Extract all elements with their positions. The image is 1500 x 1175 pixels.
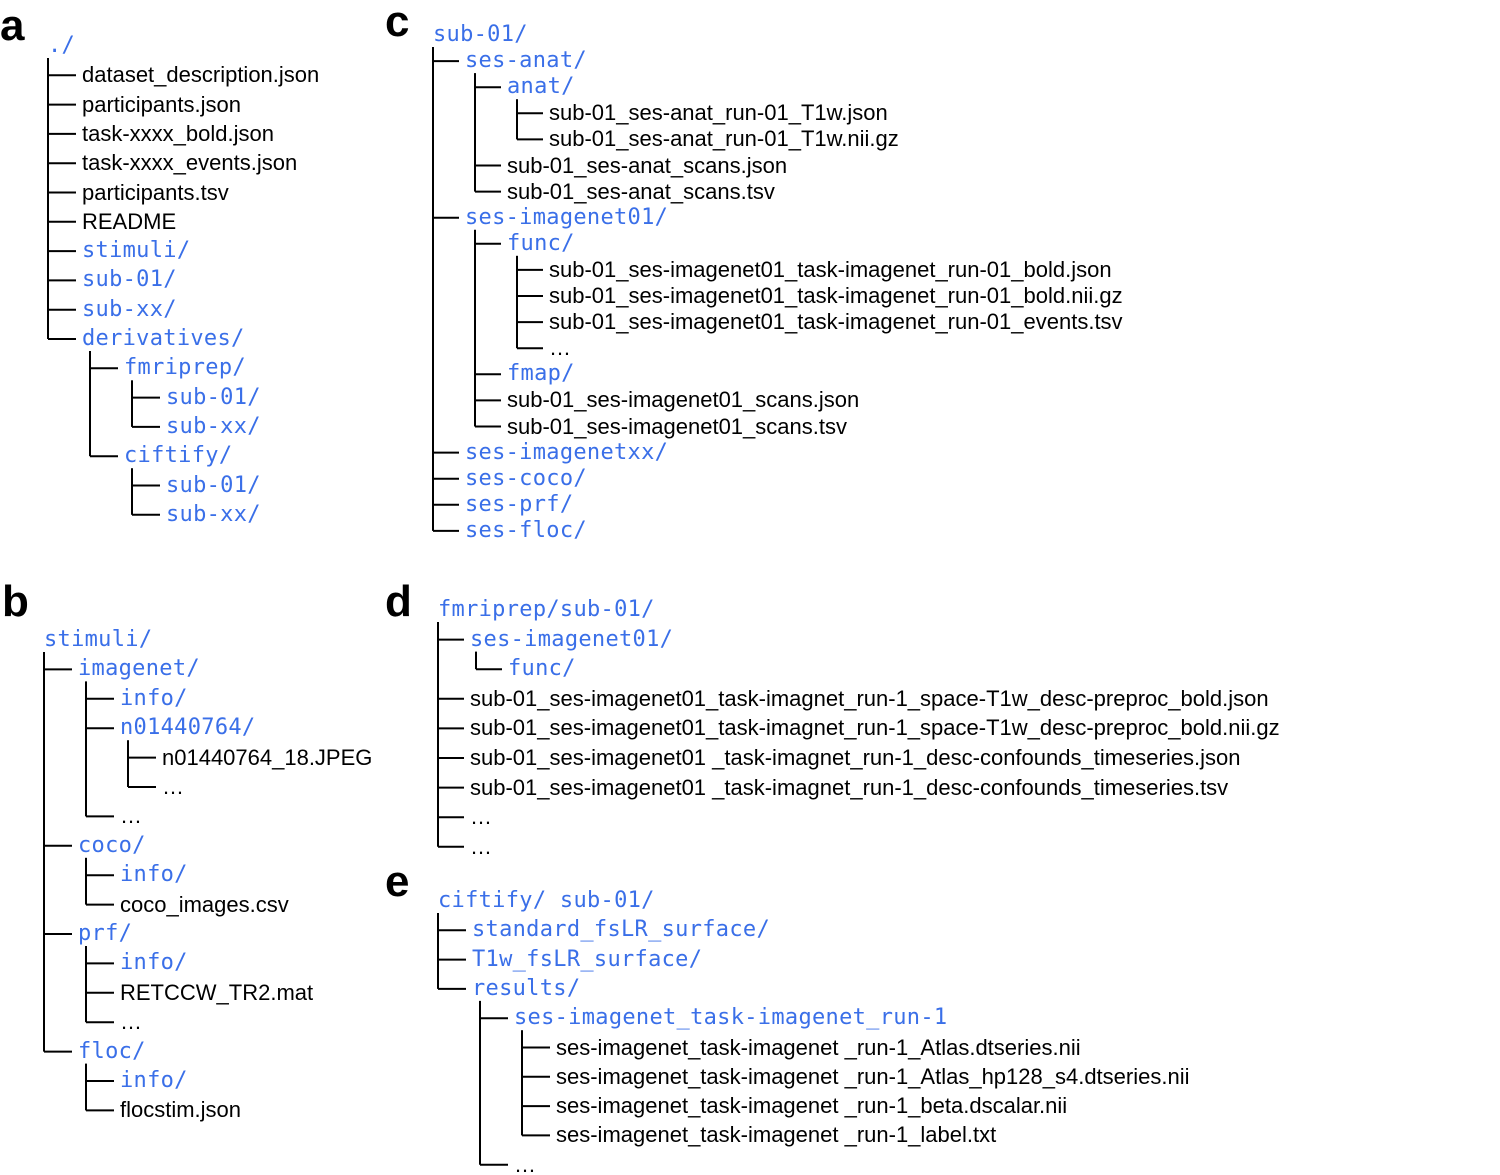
folder-label: info/ (120, 1068, 188, 1093)
folder-label: func/ (508, 656, 576, 682)
file-label: sub-01_ses-imagenet01_scans.json (507, 387, 860, 413)
folder-label: ses-anat/ (465, 48, 587, 74)
folder-label: sub-01/ (82, 267, 177, 293)
file-label: participants.tsv (82, 179, 229, 205)
file-label: sub-01_ses-anat_run-01_T1w.json (549, 100, 888, 126)
folder-label: ses-imagenet_task-imagenet_run-1 (514, 1005, 948, 1031)
folder-label: sub-01/ (166, 472, 261, 498)
file-label: README (82, 208, 177, 234)
folder-label: ses-floc/ (465, 517, 587, 543)
folder-label: ses-imagenet01/ (470, 626, 674, 652)
file-label: … (162, 774, 184, 799)
file-label: sub-01_ses-anat_scans.json (507, 152, 788, 178)
file-label: sub-01_ses-imagenet01 _task-imagnet_run-… (470, 774, 1229, 800)
folder-label: ses-coco/ (465, 465, 587, 491)
panel-letter-a: a (0, 1, 25, 50)
file-label: … (470, 833, 492, 859)
folder-label: results/ (472, 975, 581, 1001)
file-label: … (120, 803, 142, 829)
file-label: ses-imagenet_task-imagenet _run-1_label.… (556, 1122, 997, 1148)
file-label: sub-01_ses-imagenet01_task-imagnet_run-1… (470, 715, 1280, 741)
folder-label: stimuli/ (82, 238, 191, 264)
folder-label: fmriprep/ (124, 355, 246, 381)
file-label: sub-01_ses-anat_scans.tsv (507, 178, 775, 204)
folder-label: anat/ (507, 74, 575, 100)
folder-label: func/ (507, 230, 575, 256)
file-label: sub-01_ses-imagenet01_task-imagnet_run-1… (470, 685, 1269, 711)
folder-label: ses-imagenet01/ (465, 204, 669, 230)
file-label: task-xxxx_events.json (82, 150, 298, 176)
panel-letter-d: d (385, 577, 412, 626)
folder-label: info/ (120, 685, 188, 711)
folder-label: fmriprep/sub-01/ (438, 597, 655, 622)
file-label: participants.json (82, 91, 241, 117)
file-label: sub-01_ses-imagenet01_task-imagenet_run-… (549, 256, 1112, 282)
file-label: ses-imagenet_task-imagenet _run-1_Atlas_… (556, 1063, 1190, 1089)
file-label: dataset_description.json (82, 62, 320, 88)
folder-label: stimuli/ (44, 627, 153, 652)
file-label: task-xxxx_bold.json (82, 120, 274, 146)
file-label: ses-imagenet_task-imagenet _run-1_beta.d… (556, 1093, 1068, 1119)
file-label: coco_images.csv (120, 891, 289, 917)
folder-label: sub-01/ (166, 384, 261, 410)
file-label: … (120, 1009, 142, 1035)
file-label: sub-01_ses-imagenet01 _task-imagnet_run-… (470, 745, 1241, 770)
folder-label: derivatives/ (82, 326, 245, 351)
file-label: n01440764_18.JPEG (162, 744, 373, 770)
file-label: sub-01_ses-imagenet01_task-imagenet_run-… (549, 283, 1123, 308)
folder-label: ses-prf/ (465, 491, 574, 517)
folder-label: sub-xx/ (166, 501, 261, 527)
folder-label: ses-imagenetxx/ (465, 439, 669, 465)
folder-label: ./ (48, 33, 76, 58)
file-label: … (470, 804, 492, 830)
panel-letter-e: e (385, 857, 410, 906)
file-label: sub-01_ses-imagenet01_scans.tsv (507, 413, 847, 439)
folder-label: sub-01/ (433, 22, 528, 47)
file-label: RETCCW_TR2.mat (120, 979, 314, 1005)
folder-label: floc/ (78, 1038, 146, 1064)
folder-label: T1w_fsLR_surface/ (472, 946, 703, 972)
folder-label: info/ (120, 862, 188, 888)
folder-label: prf/ (78, 921, 133, 946)
folder-label: info/ (120, 950, 188, 976)
panel-letter-b: b (2, 577, 29, 626)
folder-label: ciftify/ sub-01/ (438, 888, 655, 913)
file-label: … (549, 335, 571, 361)
folder-label: imagenet/ (78, 656, 200, 682)
file-label: sub-01_ses-imagenet01_task-imagenet_run-… (549, 309, 1123, 335)
folder-label: sub-xx/ (166, 413, 261, 439)
file-label: sub-01_ses-anat_run-01_T1w.nii.gz (549, 126, 899, 152)
file-label: ses-imagenet_task-imagenet _run-1_Atlas.… (556, 1034, 1081, 1060)
file-label: flocstim.json (120, 1097, 242, 1123)
folder-label: ciftify/ (124, 443, 233, 469)
folder-label: n01440764/ (120, 715, 256, 741)
panel-letter-c: c (385, 0, 410, 46)
folder-label: fmap/ (507, 361, 575, 387)
folder-label: coco/ (78, 832, 146, 858)
folder-label: standard_fsLR_surface/ (472, 917, 770, 943)
file-label: … (514, 1151, 536, 1175)
folder-label: sub-xx/ (82, 296, 177, 322)
